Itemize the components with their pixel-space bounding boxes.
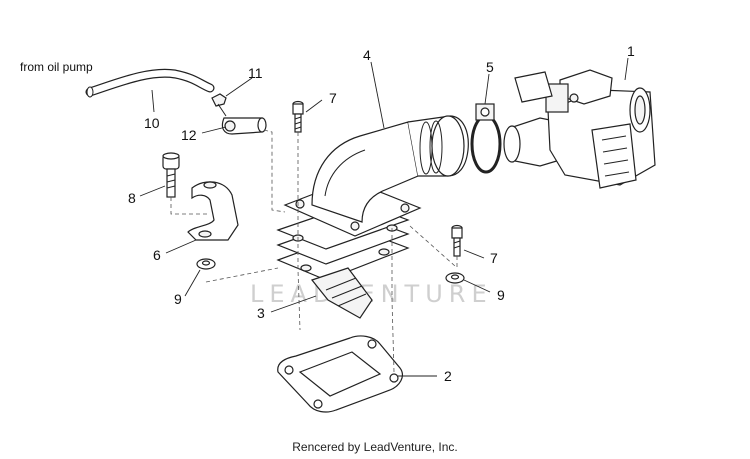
part-7-bolt-lower xyxy=(451,224,463,257)
part-4-intake-elbow xyxy=(283,115,469,237)
part-9-washer-right xyxy=(445,272,465,284)
part-11-clip xyxy=(211,93,227,117)
part-7-bolt-upper xyxy=(292,100,304,133)
part-8-bolt xyxy=(162,152,180,198)
callout-9-right: 9 xyxy=(497,287,505,303)
alignment-lines xyxy=(170,129,458,373)
callout-8: 8 xyxy=(128,190,136,206)
callout-2: 2 xyxy=(444,368,452,384)
leader-lines xyxy=(139,57,629,377)
oil-pump-note: from oil pump xyxy=(20,60,93,74)
callout-1: 1 xyxy=(627,43,635,59)
part-5-hose-clamp xyxy=(470,103,502,174)
part-12-oil-fitting xyxy=(221,117,267,135)
callout-12: 12 xyxy=(181,127,197,143)
part-9-washer-left xyxy=(196,258,216,270)
callout-3: 3 xyxy=(257,305,265,321)
part-6-bracket xyxy=(187,181,239,241)
callout-6: 6 xyxy=(153,247,161,263)
callout-7-upper: 7 xyxy=(329,90,337,106)
callout-9-left: 9 xyxy=(174,291,182,307)
part-1-throttle-body xyxy=(503,69,656,189)
footer-credit: Rencered by LeadVenture, Inc. xyxy=(292,440,458,454)
callout-7-lower: 7 xyxy=(490,250,498,266)
watermark-text: LEADVENTURE xyxy=(250,280,493,308)
callout-5: 5 xyxy=(486,59,494,75)
callout-10: 10 xyxy=(144,115,160,131)
callout-11: 11 xyxy=(248,65,263,81)
part-2-gasket xyxy=(277,335,403,413)
callout-4: 4 xyxy=(363,47,371,63)
part-10-oil-hose xyxy=(85,68,215,98)
